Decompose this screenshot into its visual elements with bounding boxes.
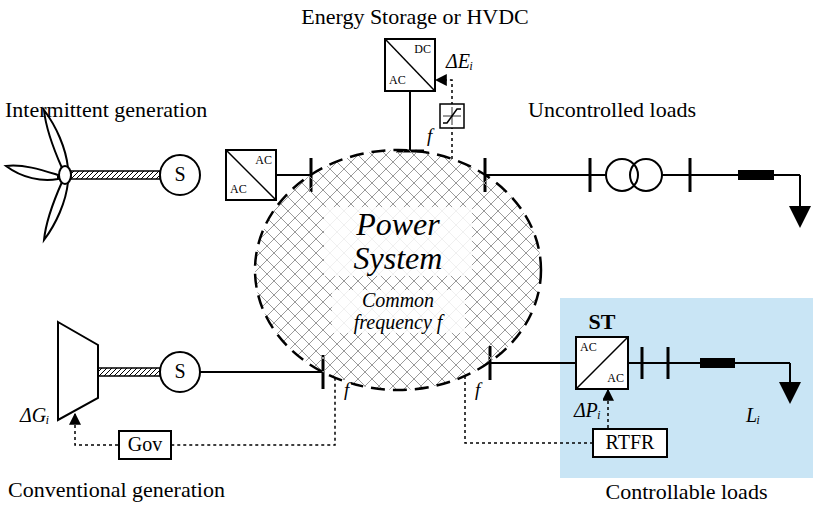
port-type: AC [580, 341, 597, 354]
generator-letter: S [168, 360, 192, 382]
signal-name: ΔEᵢ [444, 50, 475, 72]
wire [799, 175, 801, 208]
wire [485, 174, 606, 176]
saturation-curve [443, 109, 461, 123]
turbine-blade [6, 166, 58, 180]
turbine-hub [59, 166, 71, 184]
wire [200, 371, 323, 373]
label-anchor: Energy Storage or HVDC [290, 5, 540, 29]
generator-symbol [160, 155, 200, 195]
rtfr-controller-box: RTFR [592, 428, 668, 458]
group-title: Controllable loads [560, 480, 813, 504]
power-wire [409, 92, 411, 150]
port-type: DC [414, 43, 431, 56]
group-title: Intermittent generation [5, 98, 207, 122]
wire [789, 363, 791, 384]
diagonal-line [577, 338, 627, 388]
label-anchor: f [425, 126, 434, 147]
group-title: Energy Storage or HVDC [290, 5, 540, 29]
turbine-blade [44, 182, 68, 240]
frequency-symbol: f [425, 126, 434, 147]
label-anchor: ΔPᵢ [572, 399, 603, 421]
line-impedance [738, 170, 774, 180]
signal-name: ΔPᵢ [572, 399, 603, 421]
transformer-winding [630, 159, 662, 191]
converter-box: DC AC [384, 38, 436, 92]
load-symbol [779, 382, 801, 404]
generator-letter: S [168, 163, 192, 185]
transformer-winding [606, 159, 638, 191]
diagonal-line [227, 151, 275, 199]
governor-signal [75, 414, 118, 445]
label-anchor: S [168, 163, 192, 185]
group-title: Uncontrolled loads [528, 98, 696, 122]
signal-connector [172, 378, 335, 445]
box-label: RTFR [606, 432, 655, 454]
generator-shaft [98, 368, 160, 376]
bus-bar [641, 347, 644, 379]
bus-bar [667, 347, 670, 379]
converter-diagonal [386, 40, 434, 90]
converter-diagonal [227, 151, 275, 199]
converter-box: AC AC [225, 149, 277, 201]
power-system-region: Power SystemCommon frequency f [253, 148, 543, 392]
frequency-symbol: f [342, 380, 351, 401]
load-symbol [789, 206, 811, 228]
label-anchor: Conventional generation [8, 478, 225, 502]
label-anchor: S [168, 360, 192, 382]
port-type: AC [607, 372, 624, 385]
bus-bar [322, 355, 325, 389]
bus-bar [689, 158, 692, 192]
frequency-symbol: f [473, 380, 482, 401]
generator-shaft [71, 171, 160, 179]
group-title: Conventional generation [8, 478, 225, 502]
line-impedance [700, 358, 735, 368]
converter-diagonal [577, 338, 627, 388]
port-type: AC [389, 74, 406, 87]
wind-turbine [6, 110, 71, 240]
signal-connector [607, 390, 609, 428]
port-type: AC [230, 183, 247, 196]
label-anchor: f [473, 380, 482, 401]
label-anchor: Controllable loads [560, 480, 813, 504]
wire [662, 174, 800, 176]
label-anchor: Intermittent generation [5, 98, 207, 122]
region-outline [253, 148, 543, 392]
generator-symbol [160, 352, 200, 392]
label-anchor: ΔGᵢ [18, 404, 51, 426]
label-anchor: Lᵢ [744, 404, 762, 426]
power-wire [277, 174, 311, 176]
device-name: ST [589, 310, 616, 334]
region-border [255, 150, 541, 390]
signal-connector [465, 376, 592, 443]
governor-box: Gov [118, 430, 172, 460]
label-anchor: Uncontrolled loads [528, 98, 696, 122]
region-title: Power System [324, 207, 472, 276]
label-anchor: f [342, 380, 351, 401]
label-anchor: ΔEᵢ [444, 50, 475, 72]
controllable-load-region [560, 298, 813, 478]
bus-bar [589, 158, 592, 192]
power-wire [488, 362, 575, 364]
signal-name: ΔGᵢ [18, 404, 51, 426]
box-label: Gov [128, 434, 162, 456]
port-type: AC [255, 154, 272, 167]
limiter-block [440, 104, 464, 128]
load-name: Lᵢ [744, 404, 762, 426]
diagonal-line [386, 40, 434, 90]
steam-turbine [58, 322, 98, 420]
solid-state-transformer: STACAC [575, 336, 629, 390]
region-subtitle: Common frequency f [332, 290, 465, 333]
turbine-blade [44, 110, 68, 168]
